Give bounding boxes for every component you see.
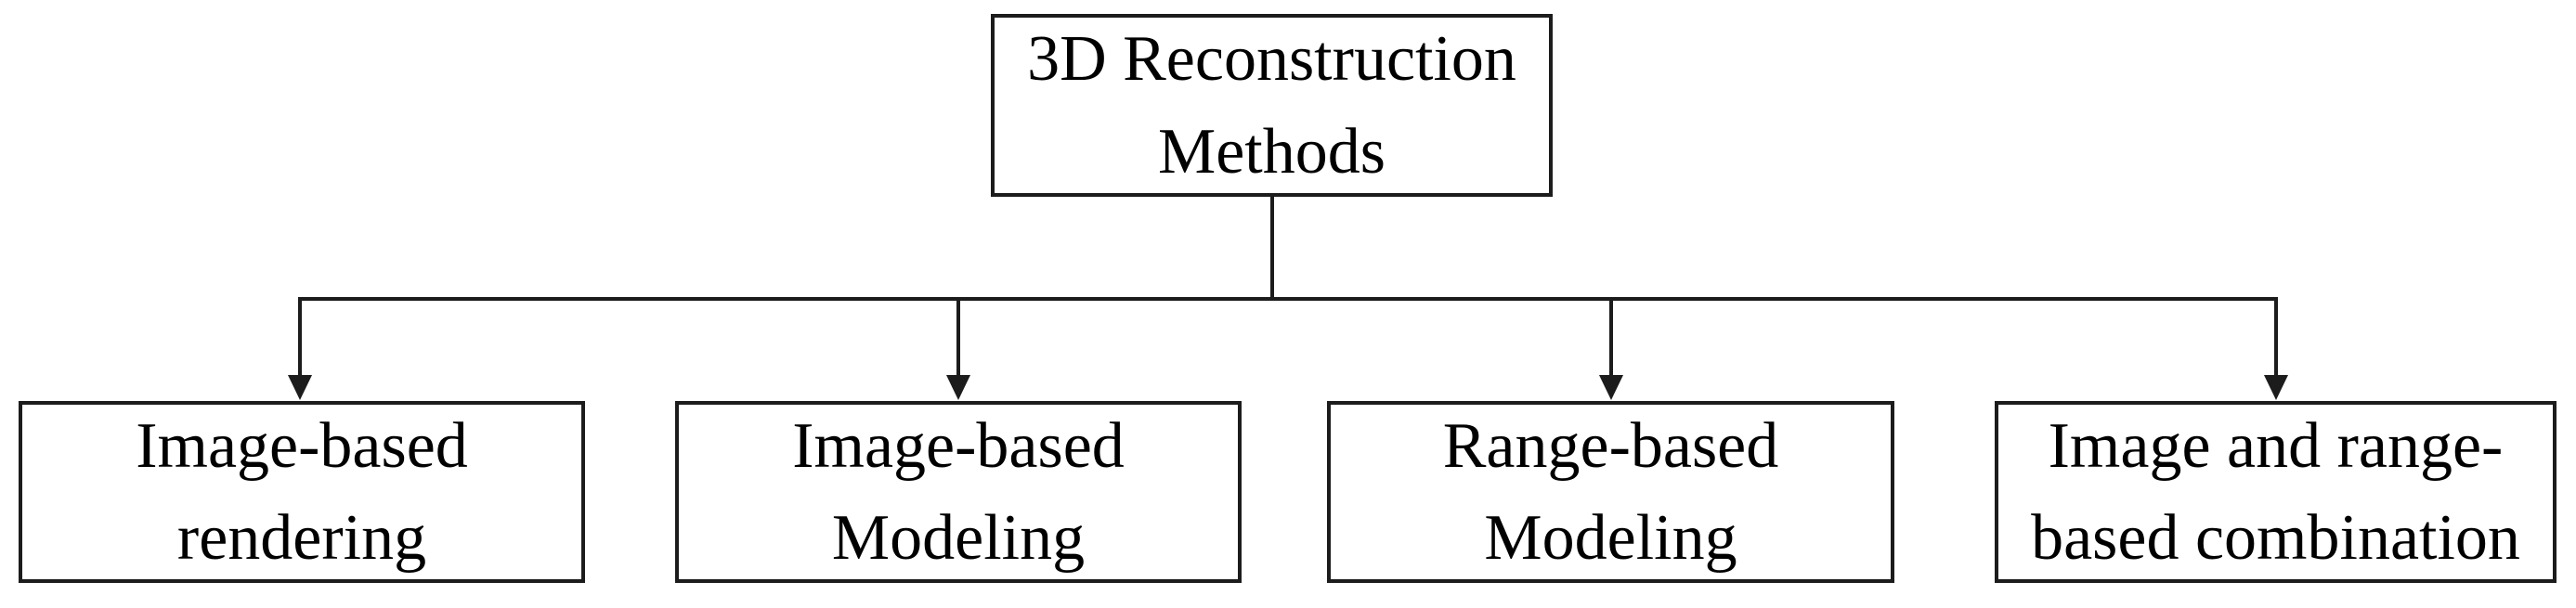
arrowhead-down-icon [946,375,970,400]
arrowhead-down-icon [288,375,312,400]
node-image-based-rendering: Image-based rendering [19,401,585,583]
node-label-line: 3D Reconstruction [1027,23,1516,96]
node-label-line: Range-based [1442,409,1779,482]
node-image-range-combination: Image and range- based combination [1995,401,2556,583]
connector-arrow-4 [2264,297,2288,400]
node-label-line: Modeling [1484,502,1737,574]
arrowhead-down-icon [2264,375,2288,400]
node-3d-reconstruction-methods: 3D Reconstruction Methods [991,14,1553,197]
node-label-line: Image-based [792,409,1125,482]
connector-arrow-2 [946,297,970,400]
arrowhead-down-icon [1599,375,1623,400]
node-label-line: rendering [176,502,427,574]
node-range-based-modeling: Range-based Modeling [1327,401,1894,583]
node-label-line: based combination [2031,502,2520,574]
connector-arrow-3 [1599,297,1623,400]
node-label-line: Image and range- [2048,409,2504,482]
node-label-line: Modeling [831,502,1086,574]
node-label-line: Methods [1158,115,1386,188]
node-image-based-modeling: Image-based Modeling [675,401,1242,583]
node-label-line: Image-based [136,409,468,482]
connector-arrow-1 [288,297,312,400]
